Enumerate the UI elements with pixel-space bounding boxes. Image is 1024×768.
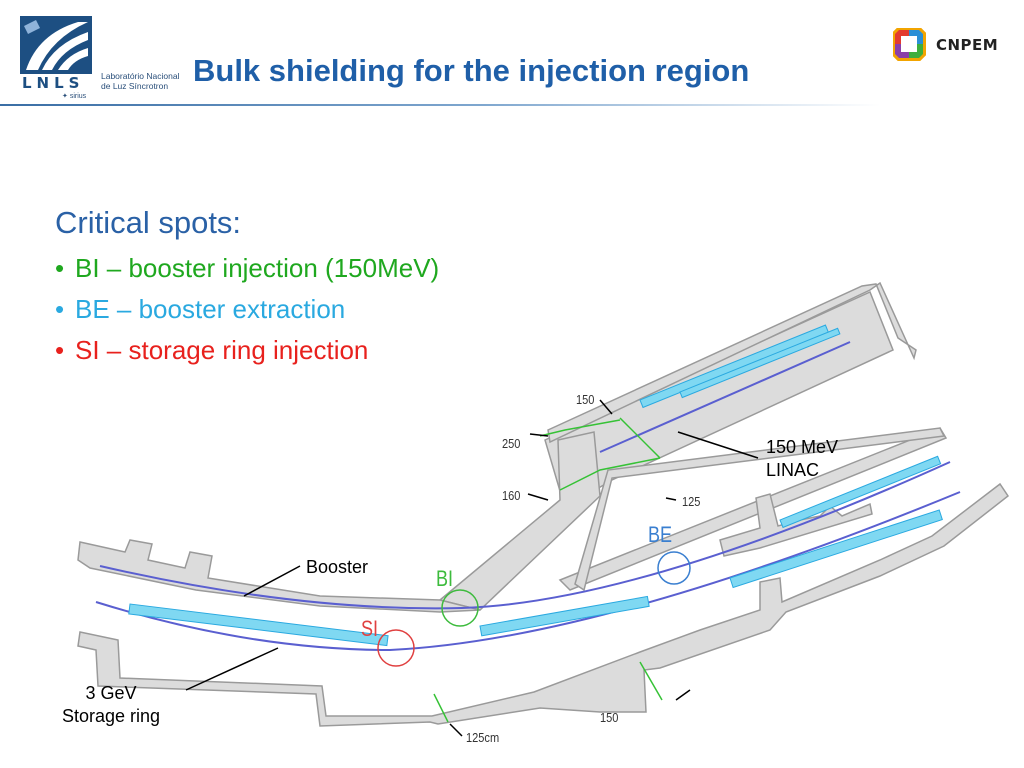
booster-magnets-right	[779, 455, 942, 529]
leader-lines	[185, 399, 759, 737]
cnpem-logo	[893, 28, 926, 61]
beamlines	[95, 341, 961, 652]
header-divider	[0, 104, 880, 106]
booster-beamline	[99, 461, 951, 610]
dimension-lines	[433, 417, 663, 723]
sirius-text: sirius	[69, 93, 87, 100]
lnls-caption-line1: Laboratório Nacional	[101, 71, 180, 81]
be-tag: BE	[648, 522, 673, 547]
linac-label: 150 MeV LINAC	[766, 436, 838, 482]
linac-top-wall	[547, 281, 917, 444]
linac-beamline	[599, 341, 851, 453]
lnls-wordmark: LNLS	[22, 74, 85, 92]
booster-wall	[77, 539, 481, 613]
storage-magnets-far-right	[729, 509, 943, 589]
mid-wall	[574, 427, 946, 592]
page-title: Bulk shielding for the injection region	[193, 53, 750, 88]
critical-spots-block: Critical spots: • BI – booster injection …	[55, 202, 439, 371]
storage-magnets-right	[479, 595, 650, 637]
linac-leader	[677, 431, 759, 459]
bullet-si-text: SI – storage ring injection	[75, 335, 369, 365]
be-spot-circle	[657, 551, 691, 585]
lnls-caption: Laboratório Nacional de Luz Síncrotron	[101, 71, 179, 91]
dim-125: 125	[682, 494, 701, 509]
bi-tag: BI	[436, 566, 454, 591]
bullet-be: • BE – booster extraction	[55, 289, 439, 330]
si-tag: SI	[361, 616, 379, 641]
bi-spot-circle	[441, 589, 479, 627]
storage-leader	[185, 647, 279, 691]
linac-cavities	[679, 327, 841, 399]
booster-label: Booster	[306, 557, 369, 577]
storage-ring-label-line2: Storage ring	[62, 706, 161, 726]
dim-250: 250	[502, 436, 521, 451]
sirius-tag: ✦ sirius	[62, 92, 86, 100]
dim-125cm: 125cm	[466, 730, 500, 745]
sirius-star-icon: ✦	[62, 93, 70, 100]
storage-ring-label: 3 GeV Storage ring	[62, 682, 160, 728]
lnls-logo	[20, 16, 92, 74]
storage-ring-label-line1: 3 GeV	[85, 683, 137, 703]
bullet-bi-text: BI – booster injection (150MeV)	[75, 253, 440, 283]
storage-magnets-left	[128, 603, 389, 647]
dim-160: 160	[502, 488, 521, 503]
linac-label-line2: LINAC	[766, 460, 820, 480]
dim-150-top: 150	[576, 392, 595, 407]
storage-outer-wall	[77, 482, 1010, 727]
si-spot-circle	[377, 629, 415, 667]
be-tunnel-wall	[558, 427, 948, 591]
bullet-be-text: BE – booster extraction	[75, 294, 346, 324]
bullet-si: • SI – storage ring injection	[55, 330, 439, 371]
cnpem-wordmark: CNPEM	[936, 36, 999, 54]
lnls-caption-line2: de Luz Síncrotron	[101, 81, 169, 91]
linac-label-line1: 150 MeV	[766, 437, 839, 457]
slide-header: LNLS Laboratório Nacional de Luz Síncrot…	[0, 0, 1024, 112]
bullet-dot-icon: •	[55, 335, 65, 365]
bullet-dot-icon: •	[55, 253, 65, 283]
storage-beamline	[95, 491, 961, 652]
magnet-chain	[128, 324, 943, 647]
bullet-bi: • BI – booster injection (150MeV)	[55, 248, 439, 289]
dim-150-bottom: 150	[600, 710, 619, 725]
booster-leader	[243, 565, 301, 597]
bullet-dot-icon: •	[55, 294, 65, 324]
critical-spots-heading: Critical spots:	[55, 205, 242, 240]
